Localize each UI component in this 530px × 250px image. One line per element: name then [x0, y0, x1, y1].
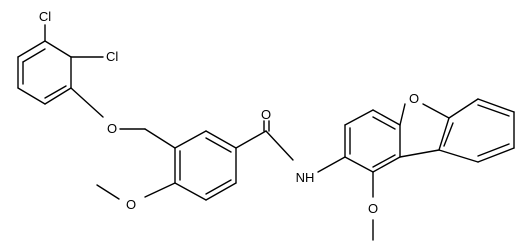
- bond: [477, 147, 515, 163]
- bond: [448, 98, 479, 119]
- bond: [372, 109, 401, 126]
- bond-c-o-methoxy: [144, 182, 176, 198]
- bond: [17, 40, 46, 58]
- carbonyl-oxygen-label: O: [261, 107, 271, 122]
- bond-n-ring: [317, 156, 346, 173]
- bond-inner: [372, 116, 396, 130]
- ether-oxygen-label: O: [107, 121, 117, 136]
- bond-inner: [443, 122, 454, 147]
- dibenzofuran-furan: [399, 103, 450, 158]
- bond: [44, 87, 72, 105]
- bond-inner: [205, 137, 232, 153]
- bond-inner: [22, 48, 46, 63]
- bond: [344, 109, 374, 126]
- chlorine-label: Cl: [39, 9, 51, 24]
- bond: [205, 130, 237, 149]
- bond-inner: [205, 179, 232, 195]
- bond-inner: [477, 104, 510, 117]
- bond-c-carbonyl: [235, 130, 267, 149]
- bond-inner: [477, 143, 510, 157]
- benzamide-ring: [174, 130, 237, 201]
- bond-ch2-ring: [144, 128, 176, 149]
- methoxy-oxygen-label: O: [368, 201, 378, 216]
- bond: [399, 149, 440, 158]
- furan-oxygen-label: O: [409, 91, 419, 106]
- bond-c-n: [265, 130, 294, 161]
- bond: [174, 182, 207, 201]
- bond: [344, 156, 374, 173]
- bond: [422, 103, 450, 119]
- bond: [174, 130, 207, 149]
- dichlorophenyl-ring: [17, 40, 72, 105]
- bond: [17, 87, 46, 105]
- bond-c-o: [70, 87, 104, 118]
- bond-methyl: [96, 184, 120, 200]
- amide-nitrogen-label: NH: [296, 170, 315, 185]
- dibenzofuran-ring-c: [438, 98, 515, 163]
- bond: [372, 156, 401, 173]
- chlorine-label: Cl: [106, 49, 118, 64]
- bond: [205, 182, 237, 201]
- methoxy-oxygen-label: O: [126, 197, 136, 212]
- bond-inner: [44, 85, 67, 99]
- bond: [44, 40, 72, 58]
- bond: [399, 103, 406, 126]
- bond: [477, 98, 515, 113]
- bond: [438, 117, 450, 151]
- bond-inner: [372, 154, 396, 168]
- bond: [438, 149, 479, 163]
- dibenzofuran-ring-a: [344, 109, 401, 173]
